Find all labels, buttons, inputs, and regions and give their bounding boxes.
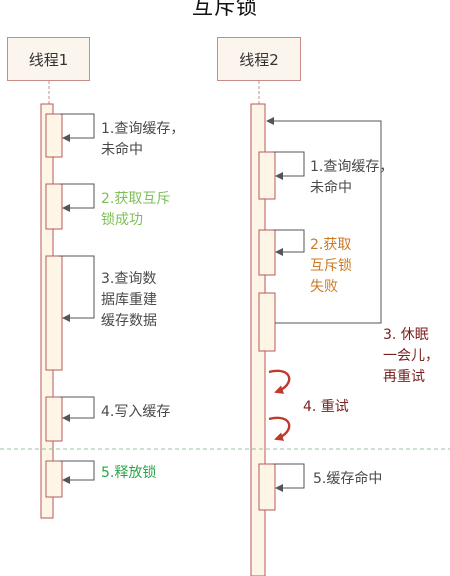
thread2-step4-label: 4. 重试 <box>303 399 349 415</box>
thread2-step3-label: 3. 休眠 一会儿， 再重试 <box>383 327 439 385</box>
thread2-step3-box <box>258 292 276 352</box>
thread1-step5-label: 5.释放锁 <box>101 465 157 481</box>
thread1-step3-arrow <box>58 255 95 322</box>
retry-swirl-icon <box>268 369 291 394</box>
thread1-step4-label: 4.写入缓存 <box>101 404 171 420</box>
retry-swirl-icon <box>268 416 291 441</box>
thread1-step1-box <box>45 113 63 158</box>
thread1-actor-box: 线程1 <box>7 37 90 81</box>
thread1-step2-arrow <box>60 183 95 212</box>
thread2-actor-box: 线程2 <box>217 37 301 81</box>
thread1-label: 线程1 <box>28 50 69 69</box>
thread2-step1-label: 1.查询缓存， 未命中 <box>310 159 394 196</box>
thread2-step1-arrow <box>273 151 305 180</box>
thread1-step4-arrow <box>60 396 95 422</box>
thread1-step3-box <box>45 255 63 371</box>
thread2-step1-box <box>258 151 276 200</box>
thread1-step2-box <box>45 183 63 230</box>
thread2-label: 线程2 <box>239 50 279 69</box>
thread1-step4-box <box>45 396 63 442</box>
thread2-step5-box <box>258 463 276 511</box>
thread1-step1-label: 1.查询缓存， 未命中 <box>101 121 185 158</box>
thread2-step5-arrow <box>273 463 305 492</box>
diagram-title: 互斥锁 <box>192 0 258 19</box>
thread2-step2-arrow <box>273 229 305 256</box>
thread1-step5-arrow <box>60 460 95 484</box>
thread2-step5-label: 5.缓存命中 <box>313 471 383 487</box>
thread2-step2-box <box>258 229 276 276</box>
thread2-retry-loop-arrow <box>266 117 382 324</box>
thread2-step2-label: 2.获取 互斥锁 失败 <box>310 237 352 295</box>
thread1-step5-box <box>45 460 63 498</box>
thread1-step1-arrow <box>60 113 95 142</box>
thread1-step3-label: 3.查询数 据库重建 缓存数据 <box>101 271 157 329</box>
thread1-step2-label: 2.获取互斥 锁成功 <box>101 191 171 228</box>
